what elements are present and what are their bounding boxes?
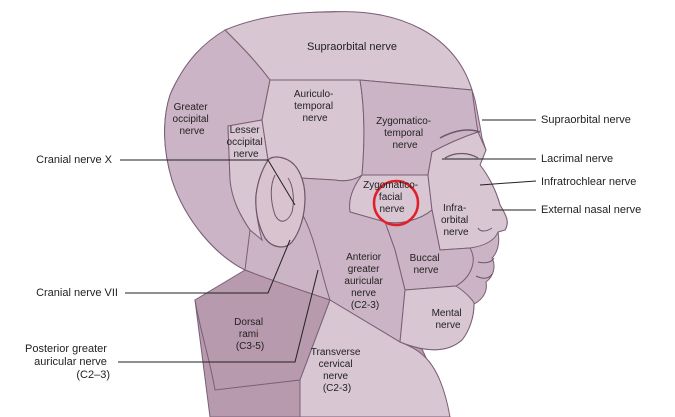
label-zygomaticotemporal: Zygomatico- temporal nerve — [376, 116, 434, 151]
label-dorsal-rami: Dorsal rami (C3-5) — [234, 317, 266, 352]
leader-infratrochlear — [479, 180, 537, 186]
region-mental — [399, 285, 475, 351]
label-buccal: Buccal nerve — [410, 253, 443, 276]
label-zygomaticofacial: Zygomatico- facial nerve — [363, 180, 421, 215]
leader-cranial-x — [120, 159, 296, 206]
label-transverse-cervical: Transverse cervical nerve (C2-3) — [311, 347, 363, 394]
callout-external-nasal: External nasal nerve — [541, 204, 641, 216]
label-lesser-occipital: Lesser occipital nerve — [227, 125, 266, 160]
region-infraorbital — [427, 131, 508, 251]
callout-cranial-vii: Cranial nerve VII — [36, 287, 118, 299]
region-buccal — [384, 209, 474, 291]
ear-inner — [270, 174, 294, 222]
leader-cranial-vii — [125, 239, 291, 294]
region-anterior-greater-auricular — [299, 174, 406, 343]
callout-cranial-x: Cranial nerve X — [36, 154, 112, 166]
label-greater-occipital: Greater occipital nerve — [173, 102, 212, 137]
lips — [475, 257, 495, 279]
label-supraorbital-top: Supraorbital nerve — [307, 41, 397, 53]
callout-supraorbital: Supraorbital nerve — [541, 114, 631, 126]
eyebrow — [439, 129, 481, 139]
region-transverse-cervical — [299, 299, 451, 417]
leader-posterior-greater-auricular — [118, 269, 319, 363]
callout-infratrochlear: Infratrochlear nerve — [541, 176, 636, 188]
callout-lacrimal: Lacrimal nerve — [541, 153, 613, 165]
highlight-circle — [372, 179, 420, 227]
label-anterior-greater-auricular: Anterior greater auricular nerve (C2-3) — [344, 252, 385, 311]
label-auriculotemporal: Auriculo- temporal nerve — [294, 89, 336, 124]
nostril — [477, 227, 493, 232]
eye — [444, 152, 479, 159]
label-infraorbital: Infra- orbital nerve — [441, 203, 471, 238]
label-mental: Mental nerve — [432, 308, 465, 331]
callout-posterior-greater-auricular: Posterior greater auricular nerve (C2–3) — [25, 343, 110, 381]
ear-shape — [255, 156, 306, 248]
